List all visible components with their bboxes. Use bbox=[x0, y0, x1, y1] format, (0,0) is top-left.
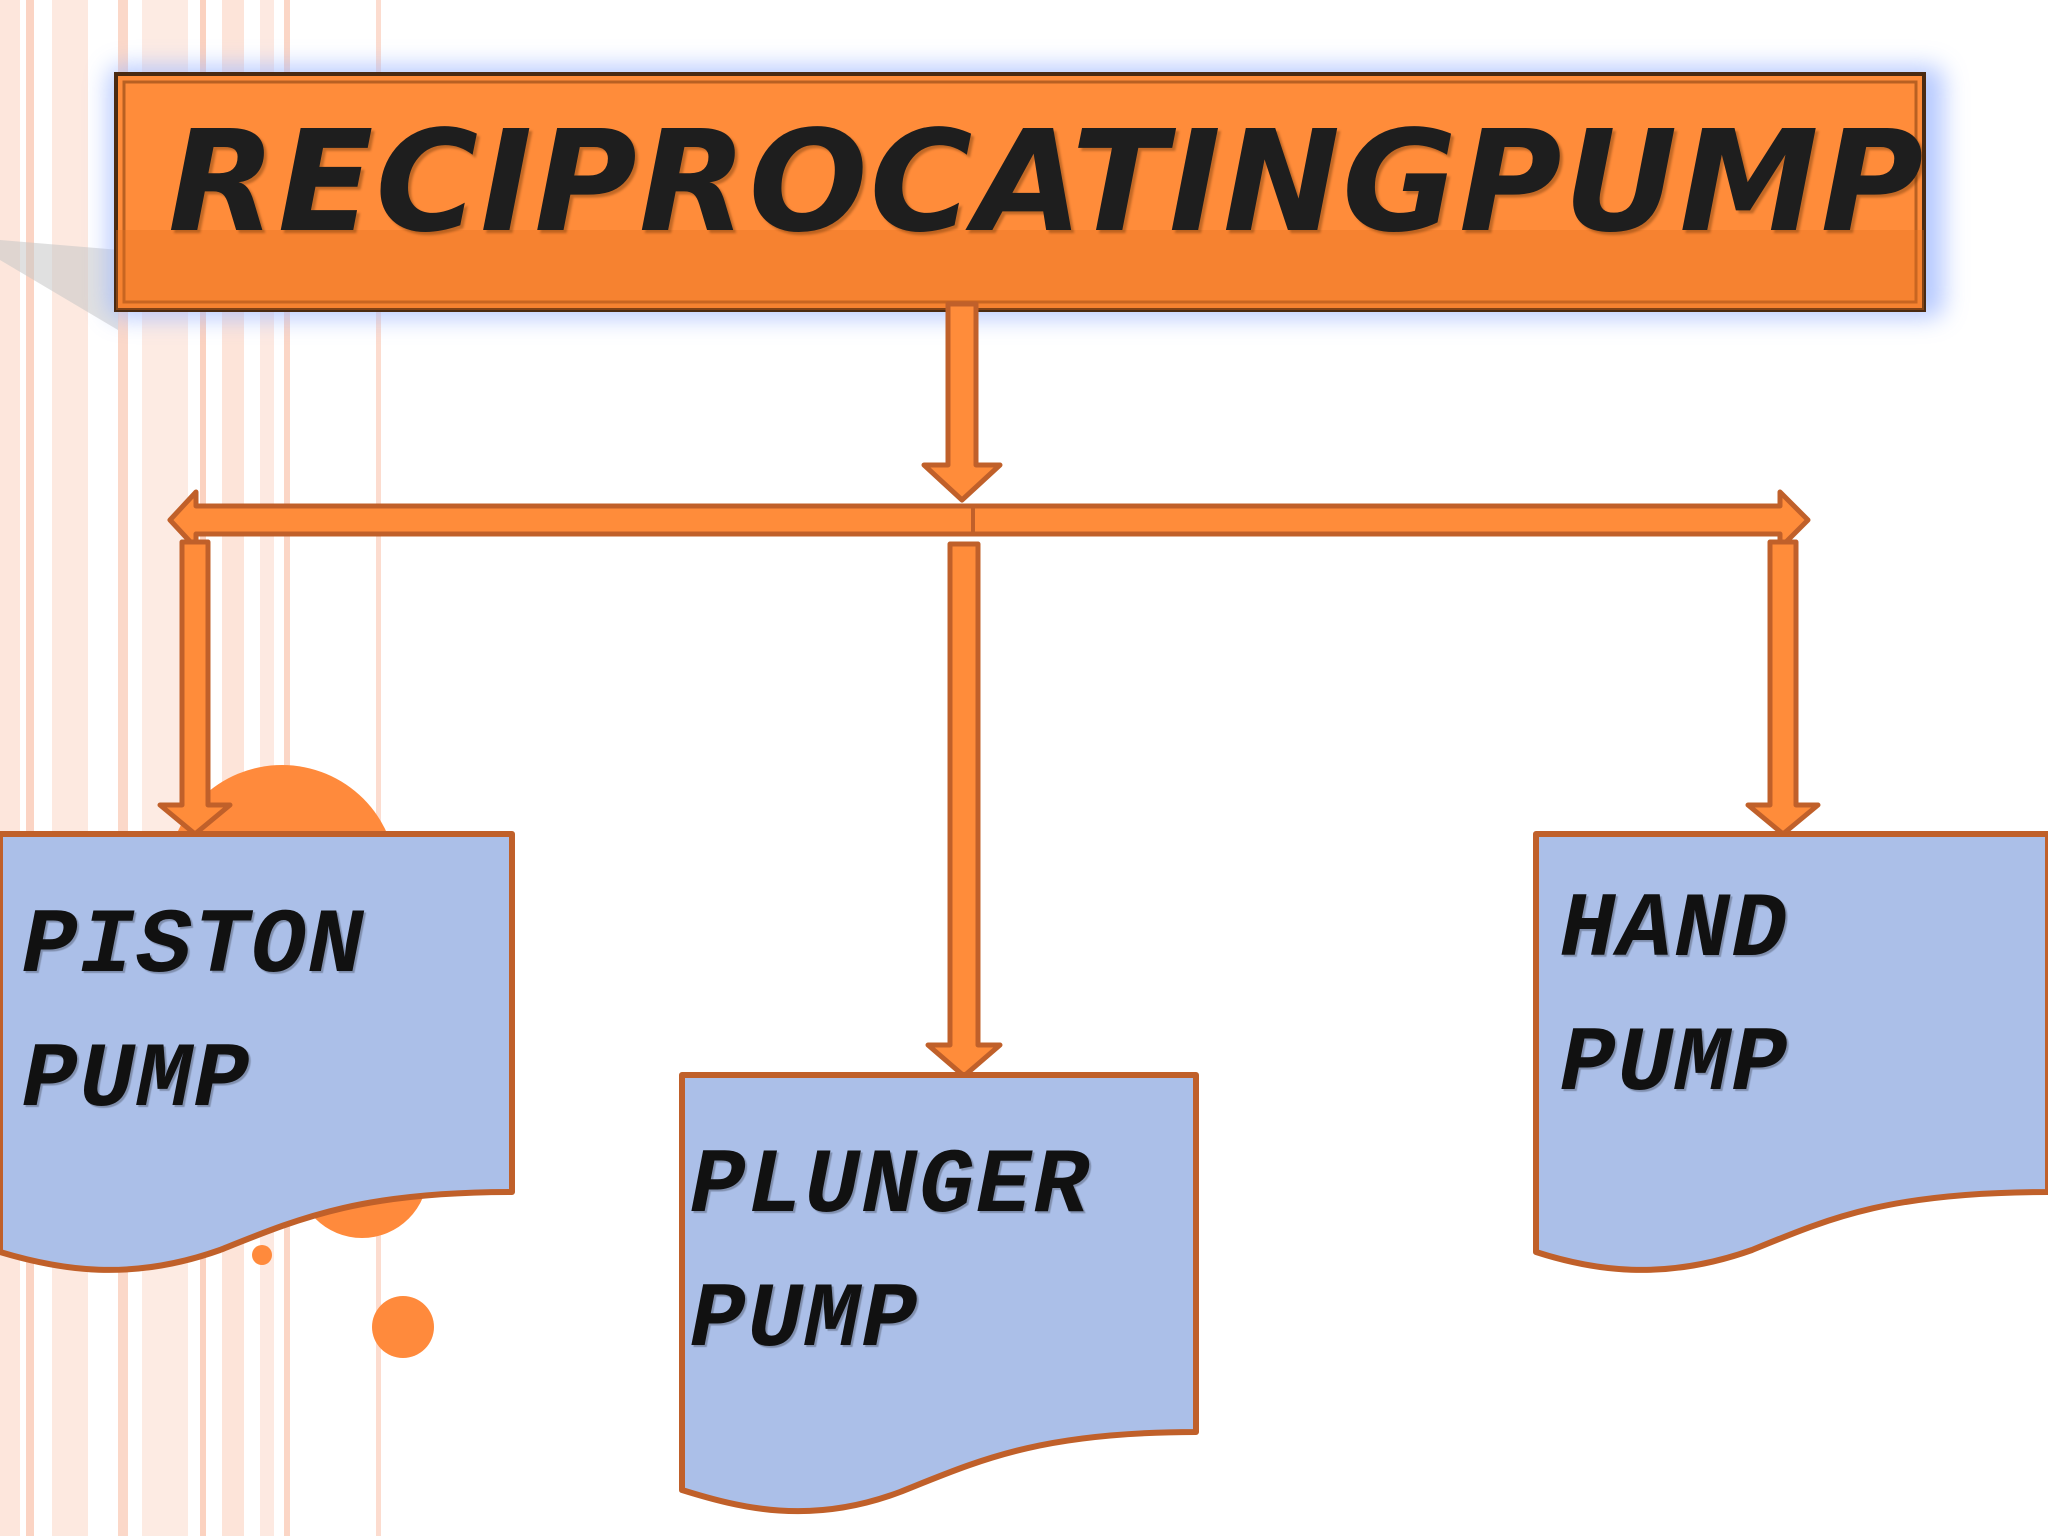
branch-bar bbox=[167, 489, 1811, 551]
decorative-circle-tiny bbox=[252, 1245, 272, 1265]
arrow-to-piston bbox=[157, 539, 233, 837]
title-box bbox=[108, 66, 1944, 318]
decorative-circle-small bbox=[372, 1296, 434, 1358]
arrow-to-hand bbox=[1745, 539, 1821, 837]
node-plunger-pump bbox=[679, 1072, 1199, 1515]
arrow-to-plunger bbox=[925, 541, 1003, 1079]
node-piston-pump bbox=[0, 831, 515, 1273]
decorative-wedge bbox=[0, 240, 120, 330]
arrow-from-title bbox=[921, 301, 1003, 503]
node-hand-pump bbox=[1533, 831, 2048, 1273]
